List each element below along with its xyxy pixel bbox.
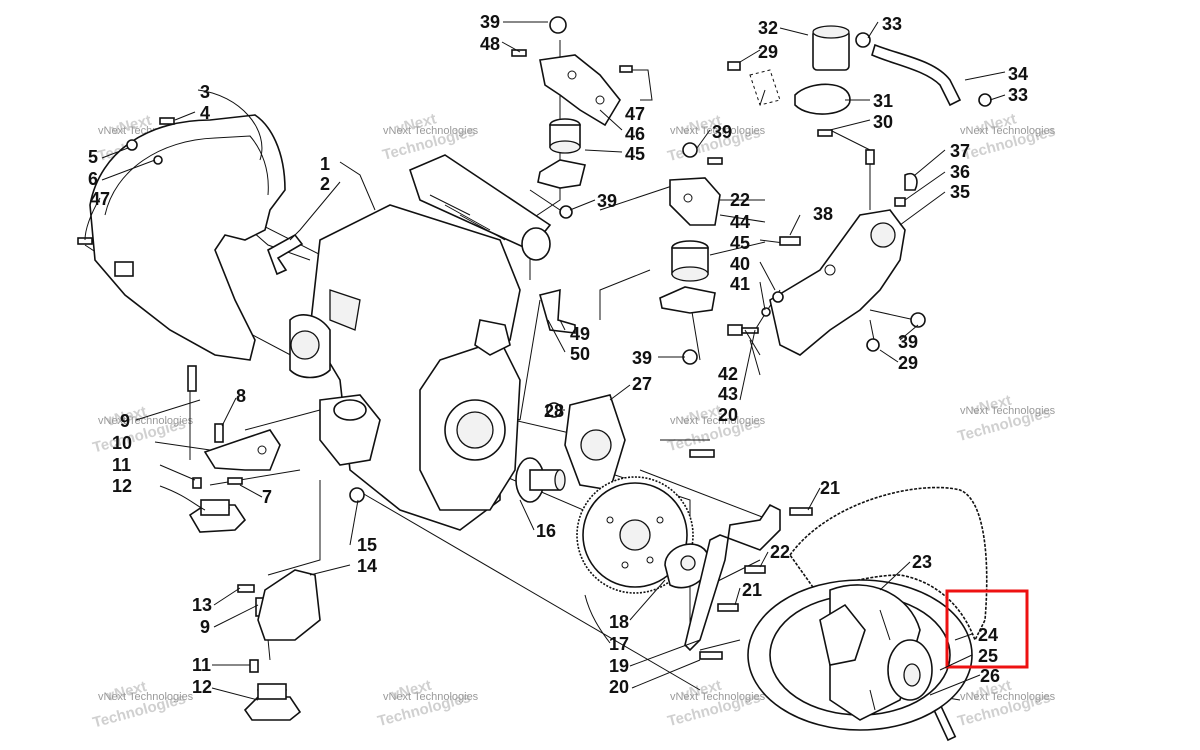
callout-48: 48 [480, 34, 500, 54]
callout-11: 11 [192, 655, 211, 675]
callout-34: 34 [1008, 64, 1028, 84]
callout-41: 41 [730, 274, 750, 294]
callout-22: 22 [730, 190, 750, 210]
callout-29: 29 [898, 353, 918, 373]
rubber-mount-lower [243, 683, 302, 721]
callout-23: 23 [912, 552, 932, 572]
callout-30: 30 [873, 112, 893, 132]
callout-20: 20 [718, 405, 738, 425]
callout-16: 16 [536, 521, 556, 541]
callout-4: 4 [200, 103, 210, 123]
callout-18: 18 [609, 612, 629, 632]
callout-9: 9 [120, 411, 130, 431]
callout-33: 33 [882, 14, 902, 34]
guard-tab [114, 261, 134, 277]
callout-36: 36 [950, 162, 970, 182]
callout-11: 11 [112, 455, 131, 475]
engine-block [289, 154, 552, 531]
callout-20: 20 [609, 677, 629, 697]
watermark-text: vNext Technologies [670, 125, 766, 137]
side-mount [659, 142, 723, 365]
watermark-text: vNext Technologies [960, 125, 1056, 137]
clutch-bracket [684, 503, 781, 652]
exhaust-bracket [727, 172, 926, 356]
callout-37: 37 [950, 141, 970, 161]
callout-43: 43 [718, 384, 738, 404]
callout-21: 21 [820, 478, 840, 498]
callout-28: 28 [544, 401, 564, 421]
motor-mount-bracket [203, 429, 281, 471]
leader-lines [84, 21, 1006, 701]
callout-26: 26 [980, 666, 1000, 686]
adapter-plate-hole [580, 429, 612, 461]
callout-21: 21 [742, 580, 762, 600]
callout-46: 46 [625, 124, 645, 144]
callout-47: 47 [625, 104, 645, 124]
callout-29: 29 [758, 42, 778, 62]
callout-8: 8 [236, 386, 246, 406]
watermark-text: vNext Technologies [98, 415, 194, 427]
callout-49: 49 [570, 324, 590, 344]
callout-12: 12 [112, 476, 132, 496]
callout-32: 32 [758, 18, 778, 38]
callout-labels: 39 48 47 46 45 39 32 33 29 34 33 31 30 3… [88, 12, 1028, 697]
callout-45: 45 [625, 144, 645, 164]
mount-hole [257, 445, 267, 455]
top-mount [511, 16, 633, 219]
bracket [267, 233, 304, 276]
callout-17: 17 [609, 634, 629, 654]
highlight-box [945, 589, 1029, 669]
callout-15: 15 [357, 535, 377, 555]
callout-22: 22 [770, 542, 790, 562]
hub [515, 457, 566, 503]
watermark-text: vNext Technologies [670, 691, 766, 703]
callout-39: 39 [597, 191, 617, 211]
motor-mount-lower [257, 569, 321, 641]
belt-guard [89, 114, 286, 361]
callout-2: 2 [320, 174, 330, 194]
hub-plate-hole [680, 555, 696, 571]
callout-38: 38 [813, 204, 833, 224]
callout-39: 39 [480, 12, 500, 32]
callout-35: 35 [950, 182, 970, 202]
callout-7: 7 [262, 487, 272, 507]
flywheel [576, 476, 694, 594]
callout-12: 12 [192, 677, 212, 697]
callout-19: 19 [609, 656, 629, 676]
callout-39: 39 [632, 348, 652, 368]
watermark-text: vNext Technologies [383, 125, 479, 137]
callout-6: 6 [88, 169, 98, 189]
callout-13: 13 [192, 595, 212, 615]
watermark-text: vNext Technologies [960, 405, 1056, 417]
callout-14: 14 [357, 556, 377, 576]
watermark-text: vNext Technologies [383, 691, 479, 703]
callout-1: 1 [320, 154, 330, 174]
callout-9: 9 [200, 617, 210, 637]
callout-3: 3 [200, 82, 210, 102]
watermark-text: vNext Technologies [670, 415, 766, 427]
callout-24: 24 [978, 625, 998, 645]
callout-10: 10 [112, 433, 132, 453]
callout-39: 39 [898, 332, 918, 352]
callout-50: 50 [570, 344, 590, 364]
callout-31: 31 [873, 91, 893, 111]
bolts [77, 117, 957, 742]
callout-45: 45 [730, 233, 750, 253]
callout-27: 27 [632, 374, 652, 394]
callout-44: 44 [730, 212, 750, 232]
callout-47: 47 [90, 189, 110, 209]
rubber-mount-upper [188, 499, 247, 533]
callout-5: 5 [88, 147, 98, 167]
belt-guard-inner [104, 135, 269, 216]
fuel-filter-assembly [727, 25, 992, 165]
callout-39: 39 [712, 122, 732, 142]
callout-42: 42 [718, 364, 738, 384]
watermark-text: vNext Technologies [960, 691, 1056, 703]
callout-33: 33 [1008, 85, 1028, 105]
callout-40: 40 [730, 254, 750, 274]
watermark-text: vNext Technologies [98, 691, 194, 703]
drive-clutch [747, 486, 988, 731]
callout-25: 25 [978, 646, 998, 666]
